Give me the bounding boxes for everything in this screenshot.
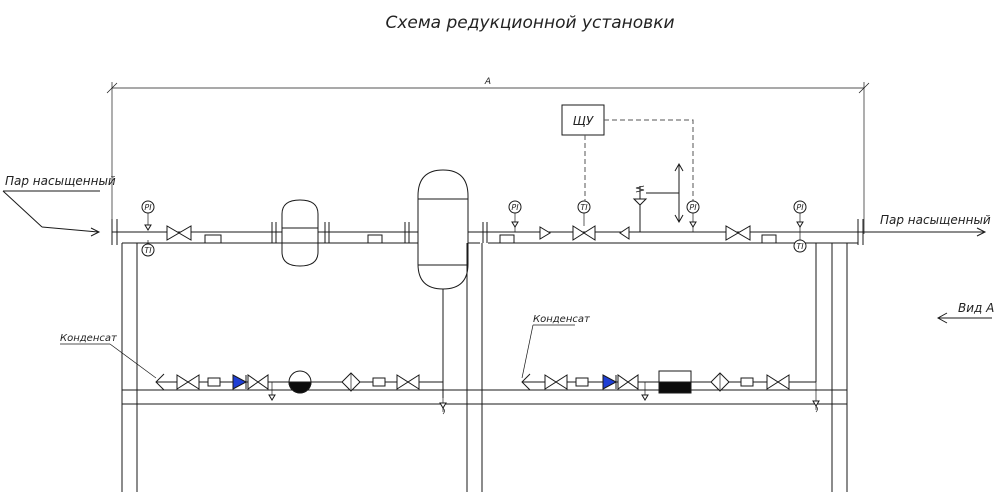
receiver-vessel [417, 169, 469, 290]
safety-valve [632, 162, 684, 232]
condensate-line-left: Конденсат [60, 333, 447, 415]
control-cabinet-label: ЩУ [573, 114, 594, 128]
ti-inlet-label: TI [144, 246, 152, 255]
pi-inlet-label: PI [144, 203, 152, 212]
outlet-valve [725, 225, 751, 241]
gauge-group-mid: PI [508, 200, 522, 232]
condensate-label-right: Конденсат [533, 314, 591, 325]
separator [281, 199, 319, 267]
steam-inlet: Пар насыщенный [2, 174, 116, 237]
inlet-valve [166, 225, 192, 241]
diagram-title: Схема редукционной установки [385, 13, 674, 33]
steam-outlet: Пар насыщенный [864, 213, 991, 237]
gauge-group-inlet: PI TI [141, 200, 155, 257]
steam-inlet-label: Пар насыщенный [5, 174, 116, 188]
control-cabinet: ЩУ [561, 104, 694, 201]
header-stubs [204, 234, 777, 244]
view-a-label: Вид А [958, 301, 994, 315]
dimension-label: A [484, 77, 491, 87]
view-a-marker: Вид А [936, 301, 994, 324]
flanges [111, 219, 864, 245]
gauge-group-reducer: PI [686, 200, 700, 232]
steam-header [112, 231, 864, 398]
reducing-valve-section: TI [539, 200, 630, 241]
pi-mid-label: PI [511, 203, 519, 212]
pi-outlet-label: PI [796, 203, 804, 212]
condensate-line-right: Конденсат [521, 314, 820, 413]
ti-valve-label: TI [580, 203, 588, 212]
condensate-label-left: Конденсат [60, 333, 118, 344]
ti-outlet-label: TI [796, 242, 804, 251]
pi-reducer-label: PI [689, 203, 697, 212]
support-frame [121, 243, 848, 492]
dimension-a: A [106, 77, 870, 234]
gauge-group-outlet: PI TI [793, 200, 807, 253]
steam-outlet-label: Пар насыщенный [880, 213, 991, 227]
